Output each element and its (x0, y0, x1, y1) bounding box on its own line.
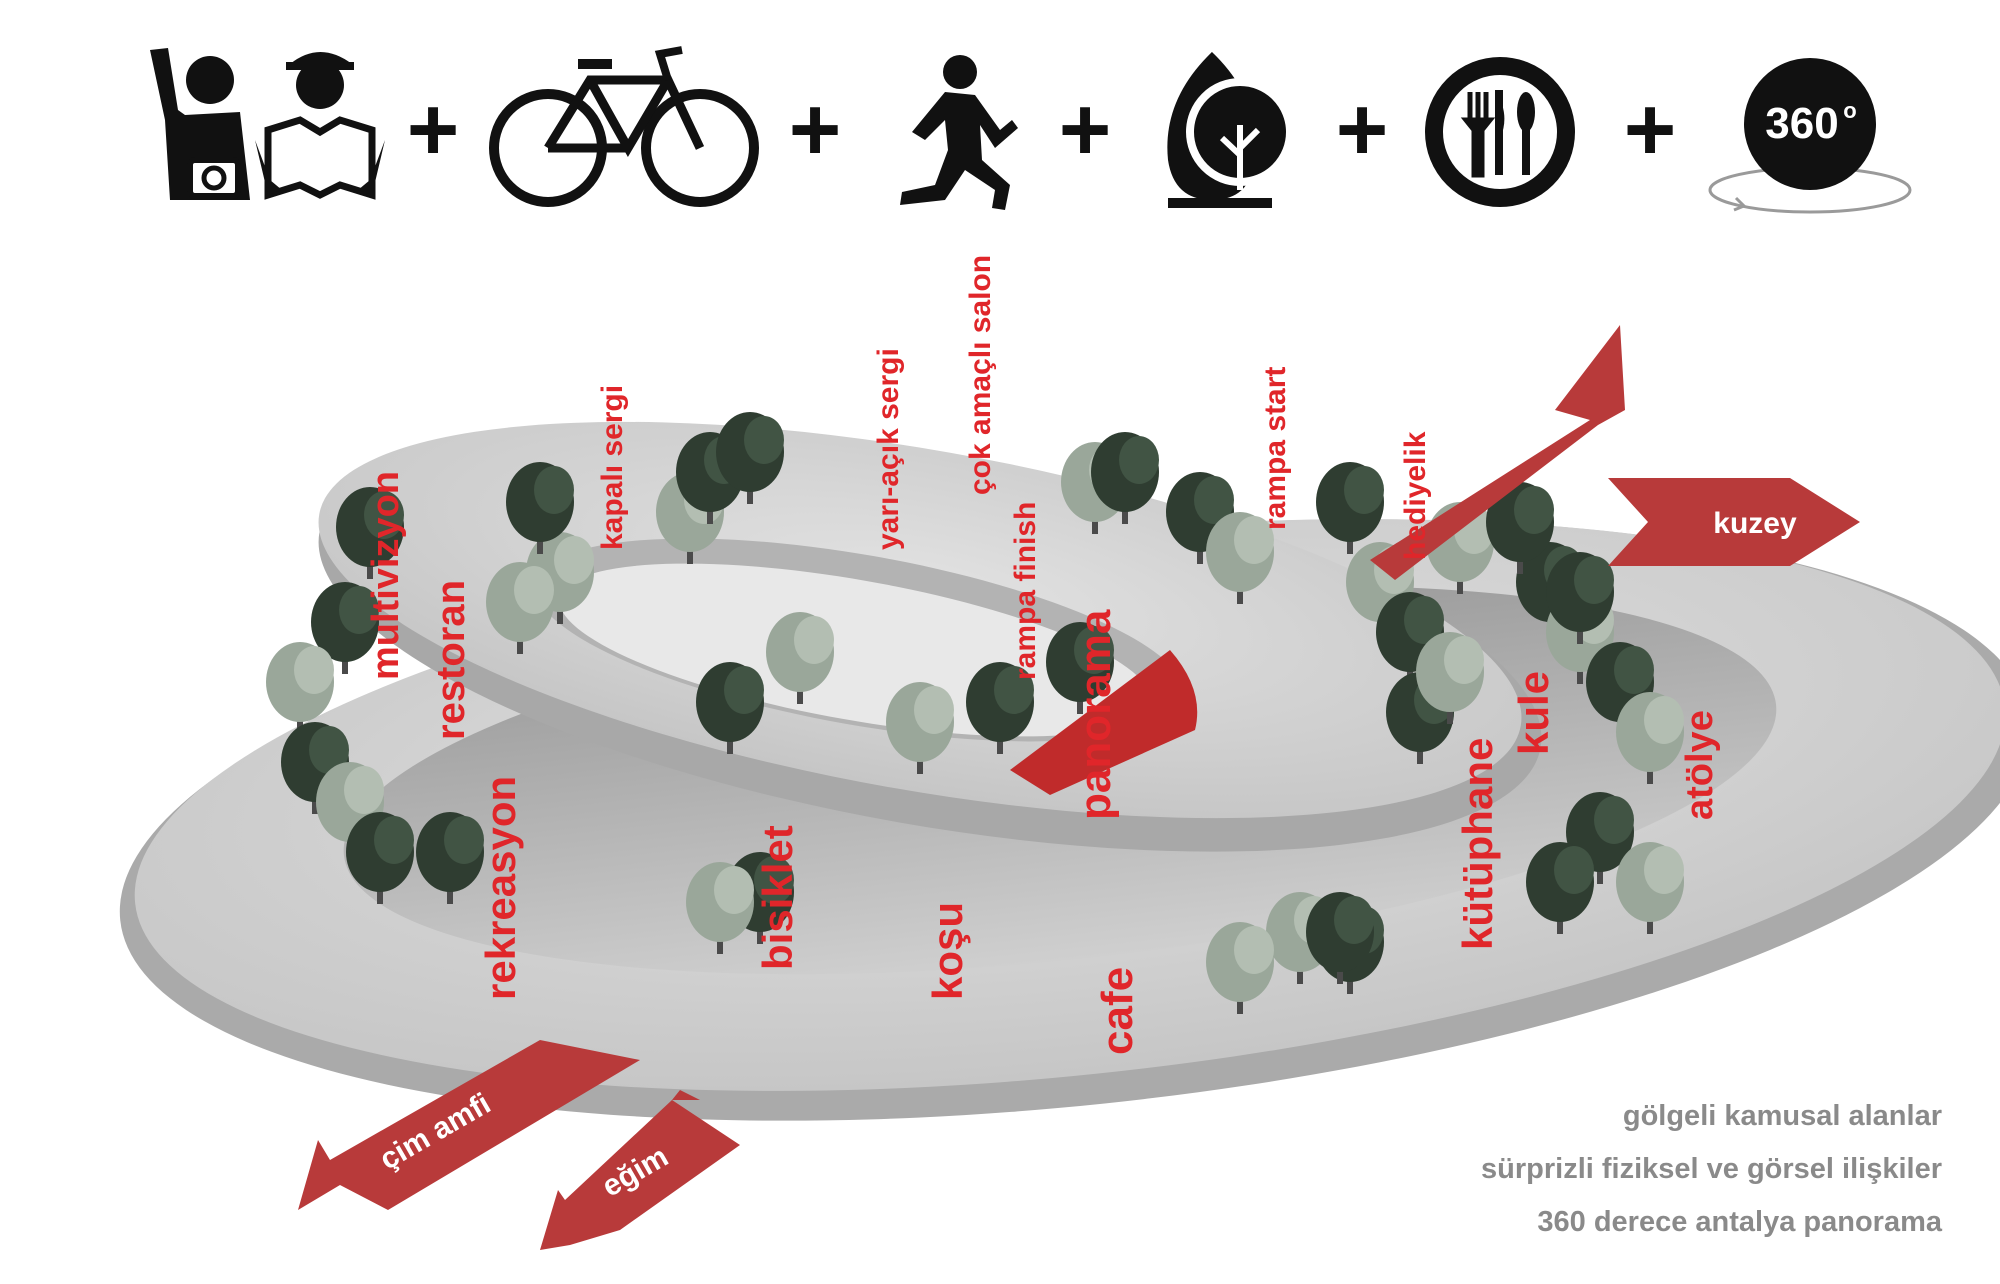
tree (346, 812, 414, 904)
tree (266, 642, 334, 734)
caption-1: gölgeli kamusal alanlar (1622, 1100, 1942, 1132)
caption-3: 360 derece antalya panorama (1537, 1206, 1942, 1238)
label-rampa-start: rampa start (1259, 367, 1292, 530)
tree (1486, 482, 1554, 574)
tree (766, 612, 834, 704)
label-kutuphane: kütüphane (1454, 738, 1501, 950)
tree (486, 562, 554, 654)
tourist-icon (150, 48, 385, 200)
plus-sign: + (1336, 80, 1389, 180)
label-hediyelik: hediyelik (1399, 431, 1432, 560)
tree-icon (1167, 52, 1294, 208)
tree (696, 662, 764, 754)
bicycle-icon (489, 46, 759, 207)
tree (1526, 842, 1594, 934)
svg-text:360: 360 (1765, 99, 1838, 148)
tree (686, 862, 754, 954)
label-kosu: koşu (924, 902, 971, 1000)
dining-icon (1425, 57, 1575, 207)
plus-sign: + (1624, 80, 1677, 180)
tree (886, 682, 954, 774)
tree (1616, 842, 1684, 934)
plus-sign: + (789, 80, 842, 180)
tree (336, 487, 404, 579)
label-cafe: cafe (1093, 967, 1142, 1055)
tree (1546, 552, 1614, 644)
label-rekreasyon: rekreasyon (477, 776, 524, 1000)
function-labels: multivizyon restoran rekreasyon kapalı s… (365, 255, 1721, 1055)
panorama-360-icon: 360 o (1708, 58, 1912, 214)
svg-text:kuzey: kuzey (1713, 507, 1797, 540)
trees (266, 412, 1684, 1014)
tree (716, 412, 784, 504)
runner-icon (900, 55, 1018, 210)
label-restoran: restoran (429, 580, 473, 740)
tree (1416, 632, 1484, 724)
tree (311, 582, 379, 674)
label-yari-acik-sergi: yarı-açık sergi (872, 348, 905, 550)
label-panorama: panorama (1071, 609, 1120, 820)
caption-2: sürprizli fiziksel ve görsel ilişkiler (1481, 1153, 1942, 1185)
label-rampa-finish: rampa finish (1009, 502, 1042, 680)
tree (1316, 462, 1384, 554)
tree (416, 812, 484, 904)
icon-row: + + + + (150, 46, 1912, 214)
tree (1046, 622, 1114, 714)
tree (1091, 432, 1159, 524)
label-kule: kule (1510, 671, 1557, 755)
label-bisiklet: bisiklet (754, 825, 801, 970)
kuzey-arrow: kuzey (1608, 478, 1860, 566)
tree (1306, 892, 1374, 984)
label-multivizyon: multivizyon (365, 471, 407, 680)
label-atolye: atölye (1679, 710, 1721, 820)
plus-sign: + (1059, 80, 1112, 180)
inner-ramp (1010, 650, 1198, 795)
tree (1616, 692, 1684, 784)
label-cok-amacli-salon: çok amaçlı salon (964, 255, 997, 495)
tree (966, 662, 1034, 754)
svg-text:o: o (1843, 98, 1856, 123)
tree (1206, 922, 1274, 1014)
tree (1206, 512, 1274, 604)
plus-sign: + (407, 80, 460, 180)
tree (506, 462, 574, 554)
label-kapali-sergi: kapalı sergi (596, 385, 629, 550)
